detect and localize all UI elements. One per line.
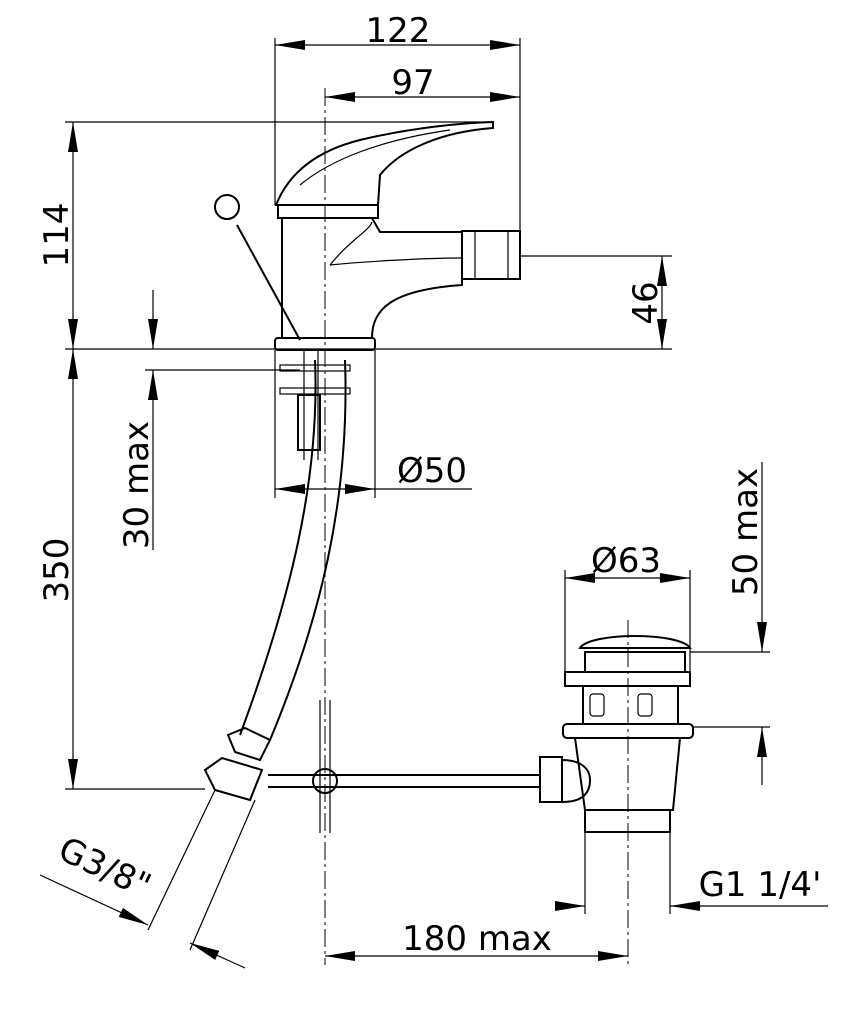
dim-350: 350	[37, 538, 77, 603]
dim-diameter-63: Ø63	[591, 541, 661, 581]
dim-180-max: 180 max	[402, 919, 552, 959]
pop-up-waste	[268, 635, 694, 833]
extension-lines	[65, 38, 770, 951]
dim-diameter-50: Ø50	[397, 451, 467, 491]
dim-46: 46	[626, 281, 666, 324]
dim-g3-8: G3/8"	[52, 829, 157, 906]
dim-g1-1-4: G1 1/4'	[699, 865, 822, 905]
dim-97: 97	[391, 63, 434, 103]
dimension-lines	[39, 40, 828, 969]
dim-122: 122	[366, 11, 431, 51]
faucet-body	[203, 120, 521, 802]
dim-30-max: 30 max	[117, 421, 157, 549]
dim-50-max: 50 max	[726, 468, 766, 596]
dim-114: 114	[37, 203, 77, 268]
